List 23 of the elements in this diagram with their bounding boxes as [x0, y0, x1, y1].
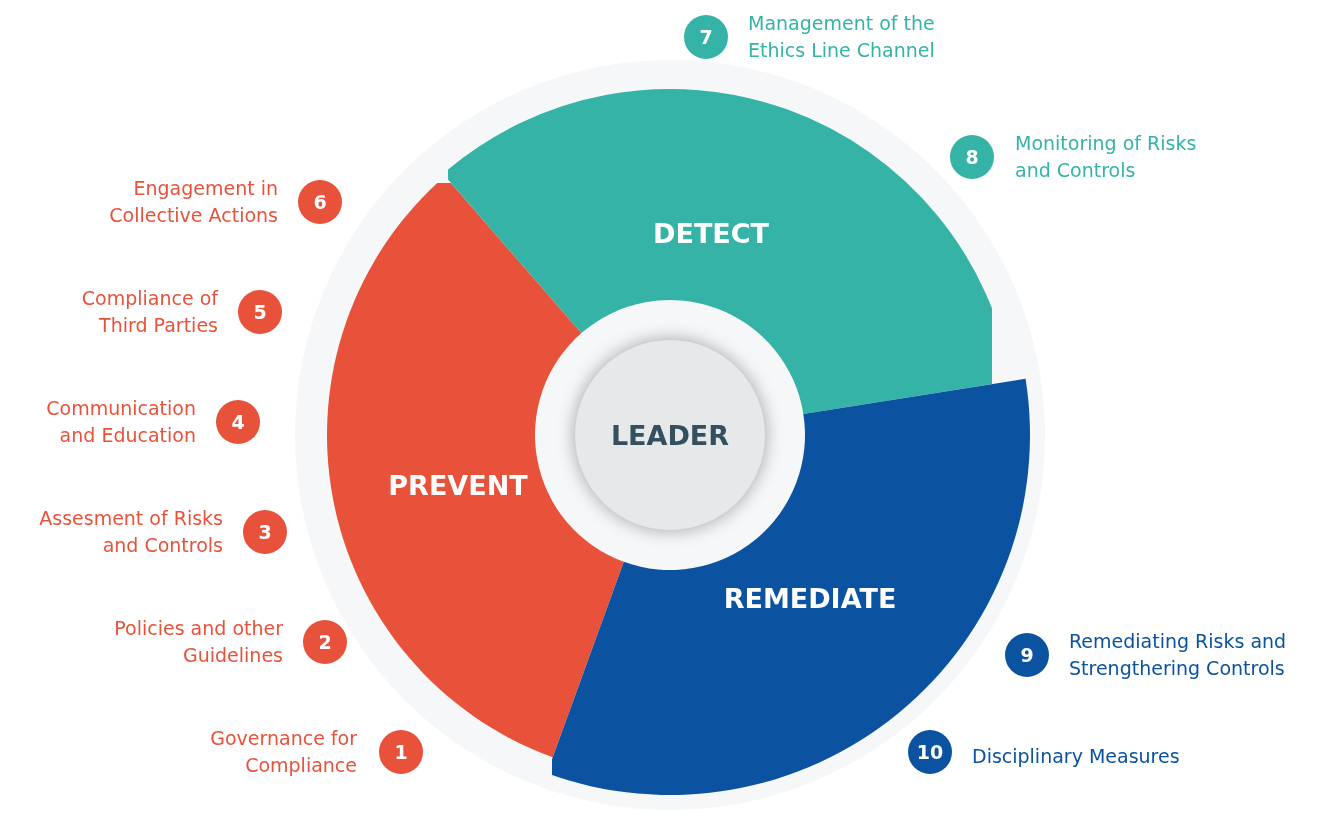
number-badge: 8 [950, 135, 994, 179]
item-label: Disciplinary Measures [972, 744, 1181, 769]
item-label: Remediating Risks and Strengthering Controls [1069, 629, 1288, 681]
number-badge: 7 [684, 15, 728, 59]
number-badge: 3 [243, 510, 287, 554]
segment-title: DETECT [653, 217, 769, 249]
item-label: Monitoring of Risks and Controls [1015, 131, 1198, 183]
item-label: Compliance of Third Parties [80, 286, 218, 338]
item-label: Governance for Compliance [209, 726, 357, 778]
number-badge: 2 [303, 620, 347, 664]
number-badge: 6 [298, 180, 342, 224]
segment-title: PREVENT [388, 469, 528, 501]
number-badge: 9 [1005, 633, 1049, 677]
segment-title: REMEDIATE [723, 582, 897, 614]
number-badge: 5 [238, 290, 282, 334]
item-label: Assesment of Risks and Controls [38, 506, 223, 558]
number-badge: 10 [908, 730, 952, 774]
item-label: Communication and Education [45, 396, 196, 448]
item-label: Engagement in Collective Actions [108, 176, 278, 228]
number-badge: 4 [216, 400, 260, 444]
number-badge: 1 [379, 730, 423, 774]
item-label: Policies and other Guidelines [113, 616, 283, 668]
item-label: Management of the Ethics Line Channel [748, 11, 936, 63]
